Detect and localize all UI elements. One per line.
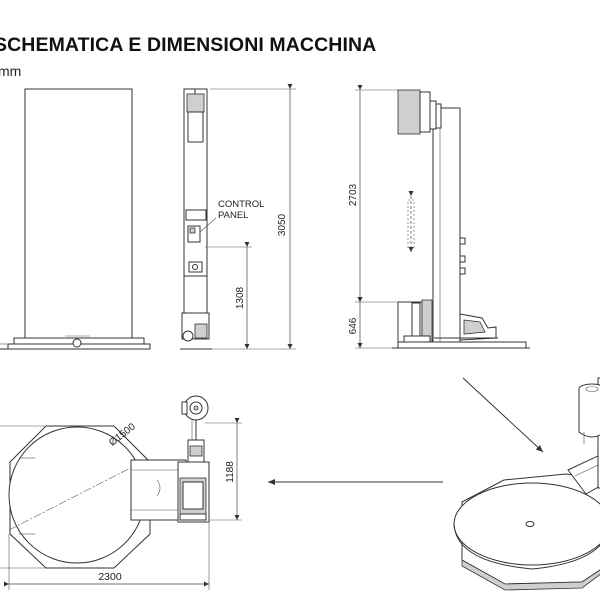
dim-2703: 2703 — [348, 183, 359, 206]
isometric-view — [453, 377, 600, 591]
view-arrow-diagonal — [462, 377, 544, 453]
unit-label: mm — [0, 63, 22, 79]
page-title: SCHEMATICA E DIMENSIONI MACCHINA — [0, 34, 377, 56]
dim-1188: 1188 — [225, 461, 236, 483]
control-panel-label: CONTROL — [218, 199, 264, 210]
dim-3050: 3050 — [277, 213, 288, 236]
dim-646: 646 — [348, 317, 359, 334]
front-view: CONTROL PANEL 3050 1308 — [0, 84, 296, 350]
dim-2300: 2300 — [98, 571, 122, 583]
dim-1308: 1308 — [235, 286, 246, 309]
column — [432, 107, 461, 345]
top-view: Ø1500 1188 2300 — [0, 395, 242, 590]
side-view: 2703 646 — [348, 85, 530, 349]
load-outline — [24, 88, 133, 339]
control-panel-label-2: PANEL — [218, 210, 248, 221]
